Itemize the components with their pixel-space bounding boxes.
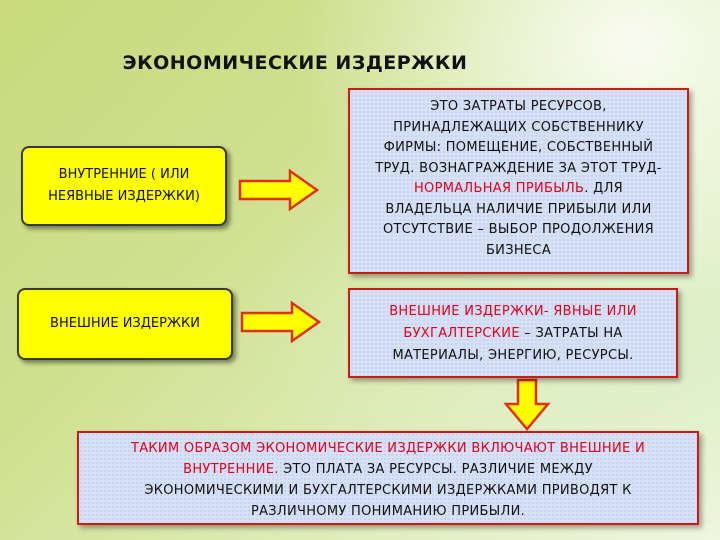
external-costs-label: ВНЕШНИЕ ИЗДЕРЖКИ — [50, 316, 200, 331]
internal-highlight: ВНУТРЕННИЕ. — [183, 462, 279, 477]
desc-line: НОРМАЛЬНАЯ ПРИБЫЛЬ. ДЛЯ — [350, 179, 687, 200]
desc-line: ОТСУТСТВИЕ – ВЫБОР ПРОДОЛЖЕНИЯ — [382, 222, 655, 237]
desc-text: – ЗАТРАТЫ НА — [519, 326, 623, 341]
desc-line: ВЛАДЕЛЬЦА НАЛИЧИЕ ПРИБЫЛИ ИЛИ — [385, 201, 652, 217]
conclusion-line: РАЗЛИЧНОМУ ПОНИМАНИЮ ПРИБЫЛИ. — [250, 504, 526, 519]
desc-line: ЭТО ЗАТРАТЫ РЕСУРСОВ, — [430, 99, 607, 114]
arrow-right-icon — [240, 300, 322, 344]
desc-line: МАТЕРИАЛЫ, ЭНЕРГИЮ, РЕСУРСЫ. — [392, 348, 634, 363]
accounting-highlight: БУХГАЛТЕРСКИЕ — [403, 326, 520, 341]
desc-line: ПРИНАДЛЕЖАЩИХ СОБСТВЕННИКУ — [393, 119, 644, 135]
internal-costs-line2: НЕЯВНЫЕ ИЗДЕРЖКИ) — [48, 189, 200, 204]
external-costs-description: ВНЕШНИЕ ИЗДЕРЖКИ- ЯВНЫЕ ИЛИ БУХГАЛТЕРСКИ… — [348, 288, 678, 378]
desc-line: ФИРМЫ: ПОМЕЩЕНИЕ, СОБСТВЕННЫЙ — [383, 140, 654, 155]
normal-profit-highlight: НОРМАЛЬНАЯ ПРИБЫЛЬ — [413, 181, 585, 196]
arrow-right-icon — [238, 168, 320, 212]
page-title: ЭКОНОМИЧЕСКИЕ ИЗДЕРЖКИ — [122, 52, 468, 74]
arrow-down-icon — [503, 378, 551, 431]
external-costs-box: ВНЕШНИЕ ИЗДЕРЖКИ — [17, 288, 233, 360]
desc-line: БИЗНЕСА — [485, 242, 552, 258]
desc-line: ВНЕШНИЕ ИЗДЕРЖКИ- ЯВНЫЕ ИЛИ — [389, 304, 637, 319]
internal-costs-description: ЭТО ЗАТРАТЫ РЕСУРСОВ, ПРИНАДЛЕЖАЩИХ СОБС… — [348, 88, 689, 274]
conclusion-line: ЭКОНОМИЧЕСКИМИ И БУХГАЛТЕРСКИМИ ИЗДЕРЖКА… — [144, 483, 632, 498]
internal-costs-line1: ВНУТРЕННИЕ ( ИЛИ — [58, 167, 190, 182]
conclusion-line: ВНУТРЕННИЕ. ЭТО ПЛАТА ЗА РЕСУРСЫ. РАЗЛИЧ… — [79, 459, 697, 480]
desc-line: ТРУД. ВОЗНАГРАЖДЕНИЕ ЗА ЭТОТ ТРУД- — [375, 160, 662, 176]
desc-line: БУХГАЛТЕРСКИЕ – ЗАТРАТЫ НА — [350, 323, 676, 345]
desc-text: . ДЛЯ — [584, 181, 624, 196]
internal-costs-box: ВНУТРЕННИЕ ( ИЛИ НЕЯВНЫЕ ИЗДЕРЖКИ) — [21, 146, 227, 226]
conclusion-line: ТАКИМ ОБРАЗОМ ЭКОНОМИЧЕСКИЕ ИЗДЕРЖКИ ВКЛ… — [130, 441, 646, 456]
conclusion-text: ЭТО ПЛАТА ЗА РЕСУРСЫ. РАЗЛИЧИЕ МЕЖДУ — [278, 462, 593, 477]
conclusion-box: ТАКИМ ОБРАЗОМ ЭКОНОМИЧЕСКИЕ ИЗДЕРЖКИ ВКЛ… — [77, 431, 699, 525]
